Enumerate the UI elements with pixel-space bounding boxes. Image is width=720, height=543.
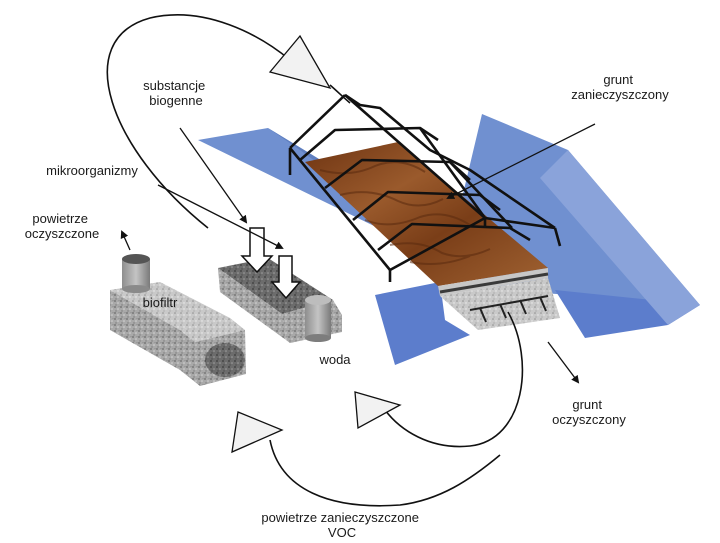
drainage-pipes xyxy=(469,295,549,323)
biofilter-end-top xyxy=(180,318,245,342)
flow-arrow-middle xyxy=(354,391,402,430)
label-grunt-oczyszczony: grunt oczyszczony xyxy=(552,397,626,427)
label-grunt-zanieczyszczony: grunt zanieczyszczony xyxy=(571,72,669,102)
trench-right-side xyxy=(540,150,700,325)
leader-mikroorganizmy xyxy=(157,184,284,249)
air-circulation xyxy=(106,14,524,507)
curve-top-tail xyxy=(329,84,351,104)
biofilter-top xyxy=(110,282,230,330)
nutrient-inlet-arrows xyxy=(240,227,302,300)
biofilter-chimney xyxy=(122,254,150,293)
label-biofiltr: biofiltr xyxy=(143,295,178,310)
curve-bottom-right xyxy=(384,311,524,448)
leader-grunt-oczyszczony xyxy=(547,341,580,384)
curve-bottom-left xyxy=(269,439,501,507)
biofilter-unit xyxy=(110,254,246,386)
label-substancje-biogenne: substancje biogenne xyxy=(143,78,209,108)
label-powietrze-oczyszczone: powietrze oczyszczone xyxy=(25,211,99,241)
biofilter-front xyxy=(110,290,180,370)
label-mikroorganizmy: mikroorganizmy xyxy=(46,163,138,178)
leader-powietrze-oczyszczone xyxy=(120,230,131,251)
soil-bed xyxy=(305,142,549,296)
leader-lines xyxy=(120,123,596,384)
ventilation-frame xyxy=(288,93,562,282)
flow-arrow-top xyxy=(268,34,332,90)
mixing-tray xyxy=(218,227,342,343)
leader-substancje xyxy=(179,127,248,224)
water-tank xyxy=(305,295,331,342)
trench-front-face-left xyxy=(375,282,470,365)
leader-grunt-zanieczyszczony xyxy=(446,123,596,199)
label-powietrze-zanieczyszczone-voc: powietrze zanieczyszczone VOC xyxy=(261,510,422,540)
curve-top-loop xyxy=(106,14,291,229)
trench xyxy=(198,114,700,365)
label-woda: woda xyxy=(318,352,351,367)
biofilter-outlet xyxy=(205,343,245,377)
flow-arrow-left xyxy=(231,411,284,454)
mixing-tray-front xyxy=(218,268,286,340)
flow-arrowheads xyxy=(231,34,402,454)
labels: substancje biogenne grunt zanieczyszczon… xyxy=(25,72,669,540)
gravel-drainage-bed xyxy=(440,278,560,330)
